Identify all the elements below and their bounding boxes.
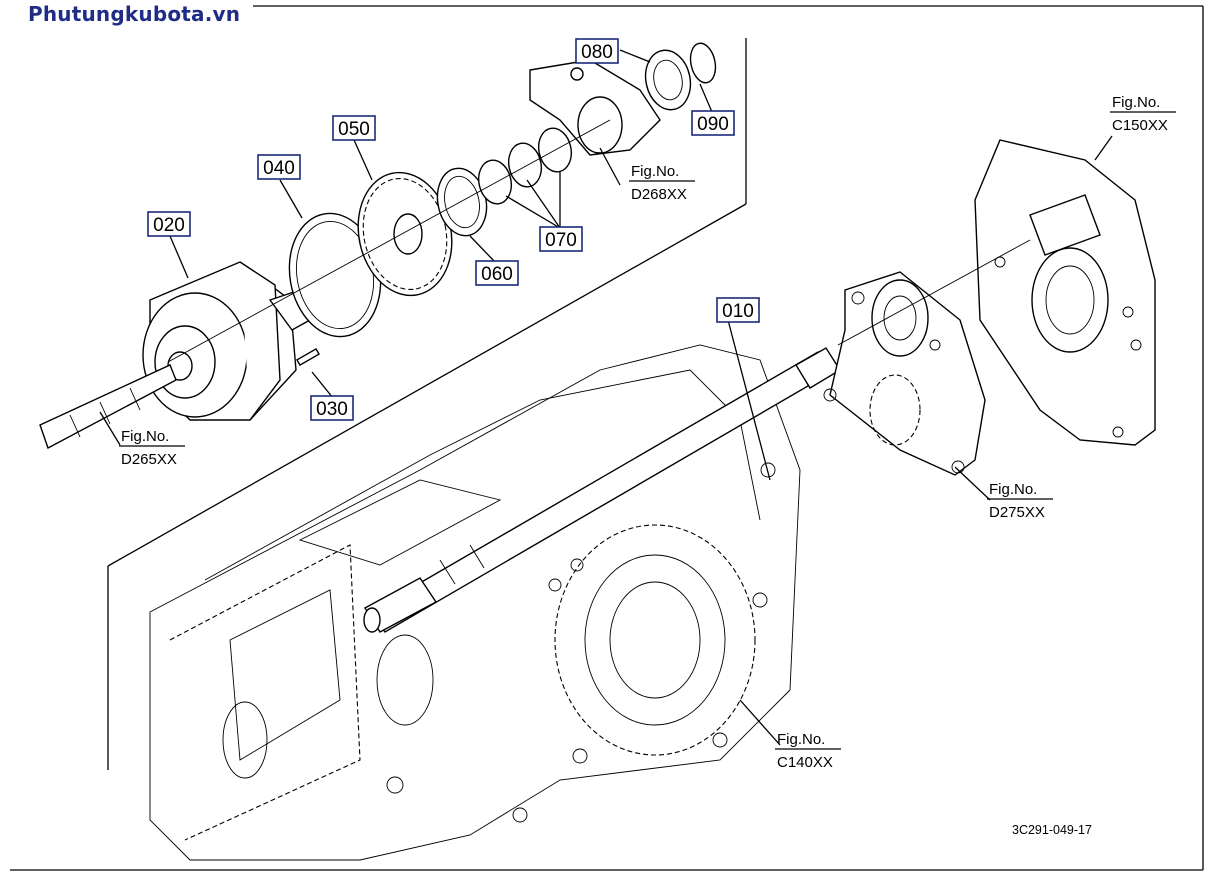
callout-040: 040 xyxy=(258,155,300,179)
callout-010: 010 xyxy=(717,298,759,322)
figref-d268-code[interactable]: D268XX xyxy=(631,186,687,203)
figref-d268[interactable]: Fig.No. D268XX xyxy=(629,163,695,203)
figref-c140[interactable]: Fig.No. C140XX xyxy=(775,731,841,771)
callout-020-label: 020 xyxy=(153,215,185,236)
drawing-reference: 3C291-049-17 xyxy=(1012,823,1092,837)
figref-d268-caption: Fig.No. xyxy=(631,163,679,180)
figref-c150[interactable]: Fig.No. C150XX xyxy=(1110,94,1176,134)
pin xyxy=(297,349,319,365)
snap-ring xyxy=(687,41,719,85)
callout-060: 060 xyxy=(476,261,518,285)
figref-c150-code[interactable]: C150XX xyxy=(1112,117,1168,134)
callout-010-label: 010 xyxy=(722,301,754,322)
figref-d275-caption: Fig.No. xyxy=(989,481,1037,498)
callout-080-label: 080 xyxy=(581,42,613,63)
callout-060-label: 060 xyxy=(481,264,513,285)
callout-050: 050 xyxy=(333,116,375,140)
figref-d275[interactable]: Fig.No. D275XX xyxy=(987,481,1053,521)
callout-020: 020 xyxy=(148,212,190,236)
callout-080: 080 xyxy=(576,39,618,63)
callout-030-label: 030 xyxy=(316,399,348,420)
figref-d265-code[interactable]: D265XX xyxy=(121,451,177,468)
figref-c150-caption: Fig.No. xyxy=(1112,94,1160,111)
figref-d275-code[interactable]: D275XX xyxy=(989,504,1045,521)
callout-030: 030 xyxy=(311,396,353,420)
callout-050-label: 050 xyxy=(338,119,370,140)
main-shaft xyxy=(364,348,840,632)
callout-040-label: 040 xyxy=(263,158,295,179)
callout-090-label: 090 xyxy=(697,114,729,135)
callout-070: 070 xyxy=(540,227,582,251)
clutch-pack xyxy=(40,262,310,448)
figref-c140-caption: Fig.No. xyxy=(777,731,825,748)
pto-housing xyxy=(975,140,1155,445)
callout-070-label: 070 xyxy=(545,230,577,251)
callout-090: 090 xyxy=(692,111,734,135)
figref-c140-code[interactable]: C140XX xyxy=(777,754,833,771)
cover-plate xyxy=(824,272,985,475)
figref-d265-caption: Fig.No. xyxy=(121,428,169,445)
figref-d265[interactable]: Fig.No. D265XX xyxy=(119,428,185,468)
